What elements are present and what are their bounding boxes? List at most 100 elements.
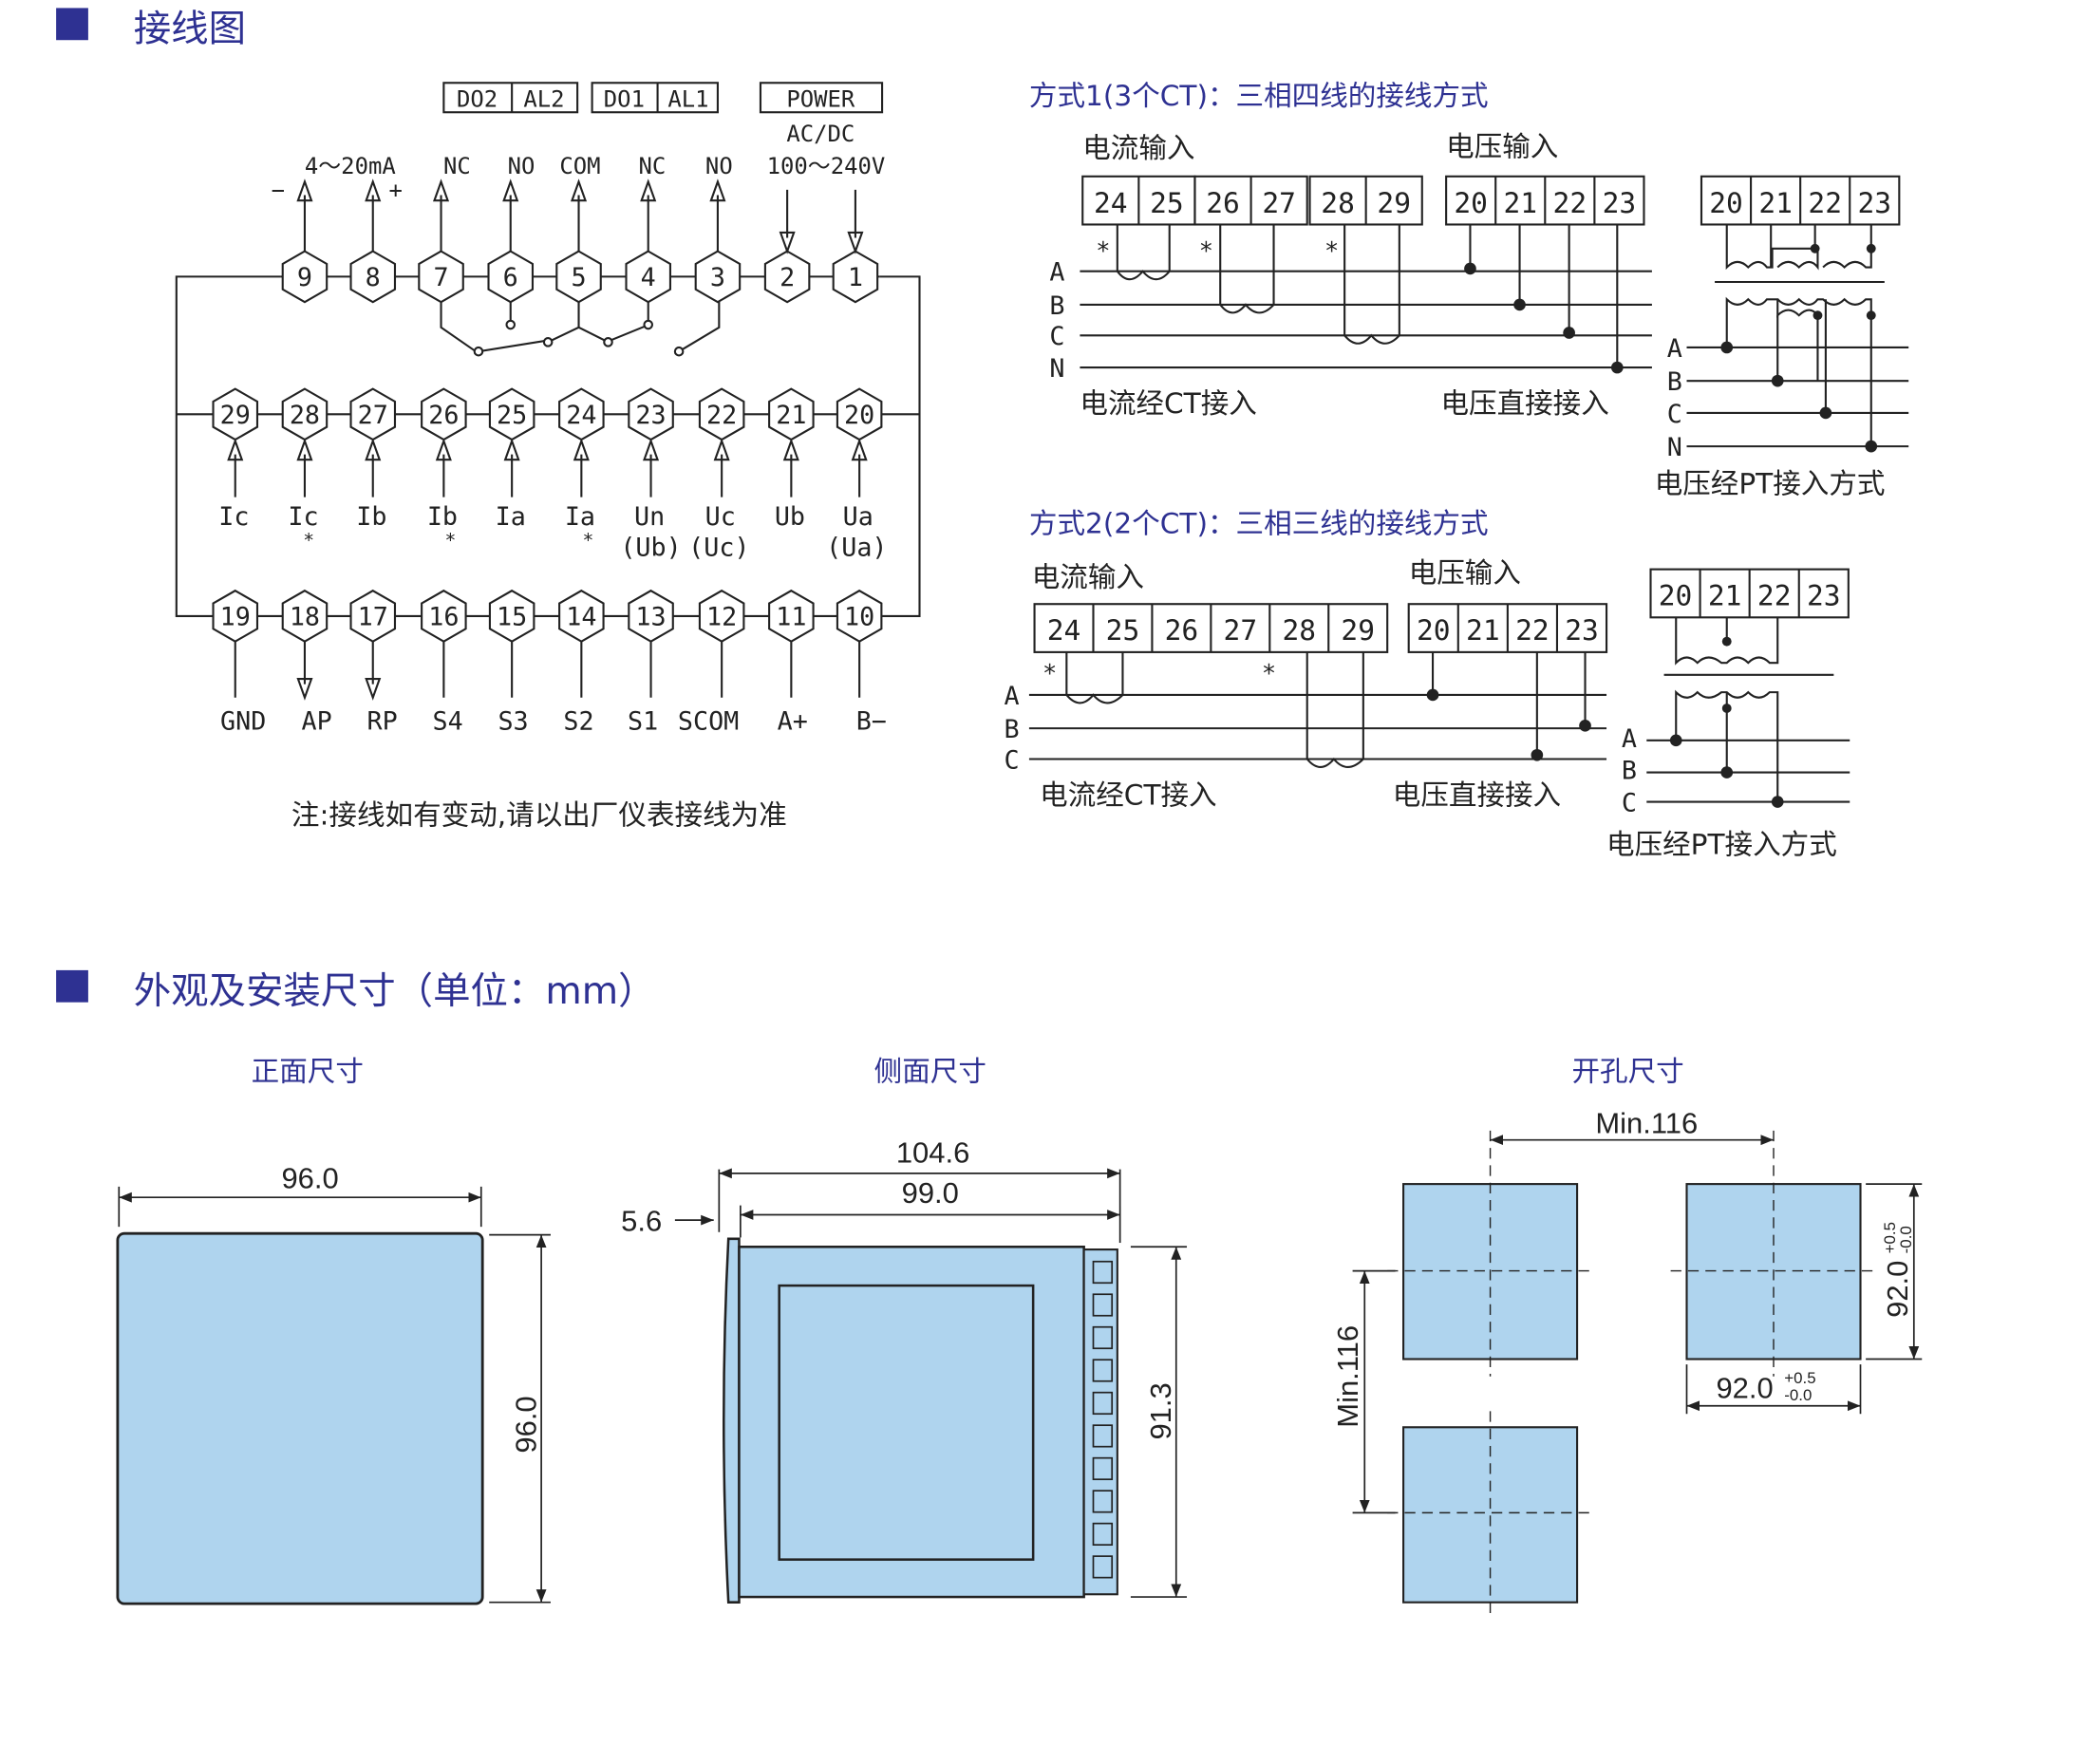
cutout-min-h-label: Min.116 (1595, 1107, 1698, 1140)
section-marker-dimensions (56, 969, 88, 1003)
input-arrow (713, 438, 730, 497)
terminal-number-28: 28 (290, 401, 320, 430)
label-nc-1: NC (443, 153, 471, 179)
m2-direct-label: 电压直接接入 (1393, 779, 1561, 811)
cutout-height-tol-plus: +0.5 (1881, 1222, 1899, 1253)
connector-tooth (1092, 1391, 1114, 1416)
input-arrow (296, 438, 313, 497)
terminal-number: 23 (1807, 580, 1841, 612)
cutout-height-label: 92.0 (1881, 1261, 1914, 1318)
terminal-number-29: 29 (220, 401, 251, 430)
terminal-label: A+ (778, 707, 808, 737)
connector-tooth (1092, 1293, 1114, 1317)
cutout-min-v-label: Min.116 (1331, 1325, 1364, 1428)
input-arrow (365, 438, 382, 497)
connector-tooth (1092, 1456, 1114, 1481)
terminal-label: S4 (432, 707, 462, 737)
terminal-number: 28 (1282, 614, 1316, 647)
m2-pt-label: 电压经PT接入方式 (1606, 828, 1837, 860)
m1-ct-label: 电流经CT接入 (1080, 387, 1256, 420)
terminal-label: RP (366, 707, 397, 737)
box-do1-al1 (591, 82, 719, 114)
dimension-drawings: 96.0 96.0 104.6 99.0 5.6 91.3 (116, 1107, 1923, 1620)
label-plus: + (388, 177, 402, 203)
terminal-number: 22 (1808, 187, 1842, 219)
pulse-output-arrow (365, 641, 382, 701)
input-label: Ua (843, 502, 873, 532)
label-analog-output: 4～20mA (305, 153, 396, 179)
input-arrow (643, 438, 660, 497)
terminal-number: 22 (1757, 580, 1792, 612)
terminal-number: 29 (1377, 187, 1411, 219)
terminal-number-13: 13 (635, 603, 666, 632)
side-total-label: 104.6 (896, 1136, 969, 1170)
terminal-2 (763, 250, 811, 304)
terminal-number: 22 (1553, 187, 1587, 219)
terminal-number-3: 3 (710, 263, 725, 292)
m2-voltage-block (1407, 603, 1608, 653)
phase-label: A (1049, 258, 1064, 288)
method1-diagram: 电流输入 电压输入 电流经CT接入 电压直接接入 电压经PT接入方式 *** (1049, 131, 1909, 499)
terminal-label: S1 (628, 707, 658, 737)
terminal-number: 20 (1454, 187, 1488, 219)
terminal-number-27: 27 (358, 401, 388, 430)
connector-tooth (1092, 1359, 1114, 1382)
side-height-label: 91.3 (1144, 1382, 1177, 1439)
label-com: COM (559, 153, 600, 179)
m1-direct-label: 电压直接接入 (1440, 387, 1608, 420)
input-arrow (503, 438, 520, 497)
relay-contacts (440, 300, 721, 357)
terminal-wiring-diagram: DO2 AL2 DO1 AL1 POWER AC/DC 100～240V − 4… (175, 82, 921, 737)
cutout-height-tol-minus: -0.0 (1897, 1226, 1915, 1253)
terminal-number-25: 25 (497, 401, 527, 430)
label-do2: DO2 (457, 86, 498, 113)
cutout-width-tol-plus: +0.5 (1784, 1369, 1815, 1387)
phase-label: C (1005, 745, 1020, 775)
label-power: POWER (786, 86, 855, 113)
pulse-output-arrow (296, 641, 313, 701)
output-arrow (433, 178, 450, 252)
terminal-number: 26 (1206, 187, 1240, 219)
front-view-title: 正面尺寸 (251, 1055, 364, 1088)
method1-title: 方式1(3个CT)：三相四线的接线方式 (1028, 80, 1489, 113)
front-height-label: 96.0 (509, 1396, 542, 1453)
terminal-number: 25 (1106, 614, 1140, 647)
terminal-number: 23 (1857, 187, 1891, 219)
terminal-label: GND (220, 707, 266, 737)
input-arrow (573, 438, 590, 497)
input-label: Ub (775, 502, 805, 532)
terminal-number: 24 (1047, 614, 1081, 647)
terminal-number: 21 (1466, 614, 1500, 647)
terminal-number-16: 16 (428, 603, 459, 632)
polarity-star: * (444, 530, 456, 552)
terminal-number: 26 (1165, 614, 1199, 647)
input-arrow (851, 438, 868, 497)
phase-label: A (1667, 334, 1682, 364)
terminal-number-17: 17 (358, 603, 388, 632)
front-panel (116, 1231, 484, 1605)
m1-voltage-input: 电压输入 (1446, 131, 1558, 163)
terminal-number: 27 (1224, 614, 1258, 647)
terminal-7 (418, 250, 464, 304)
section-title-wiring: 接线图 (133, 7, 247, 51)
terminal-number: 20 (1709, 187, 1743, 219)
svg-text:*: * (1324, 236, 1339, 265)
output-arrow (365, 178, 382, 252)
terminal-5 (555, 250, 602, 304)
power-input-arrow (779, 189, 796, 254)
terminal-number-24: 24 (566, 401, 596, 430)
terminal-number-19: 19 (220, 603, 251, 632)
terminal-hexes (212, 250, 883, 643)
m2-voltage-input: 电压输入 (1409, 557, 1521, 590)
terminal-number-5: 5 (571, 263, 586, 292)
phase-label: B (1049, 291, 1064, 321)
label-minus: − (272, 177, 285, 203)
box-power (759, 82, 884, 114)
terminal-number: 21 (1503, 187, 1537, 219)
side-view-title: 侧面尺寸 (873, 1055, 986, 1088)
connector-tooth (1092, 1424, 1114, 1448)
svg-text:*: * (1042, 659, 1057, 687)
input-label: Ia (496, 502, 526, 532)
svg-text:*: * (1096, 236, 1110, 265)
